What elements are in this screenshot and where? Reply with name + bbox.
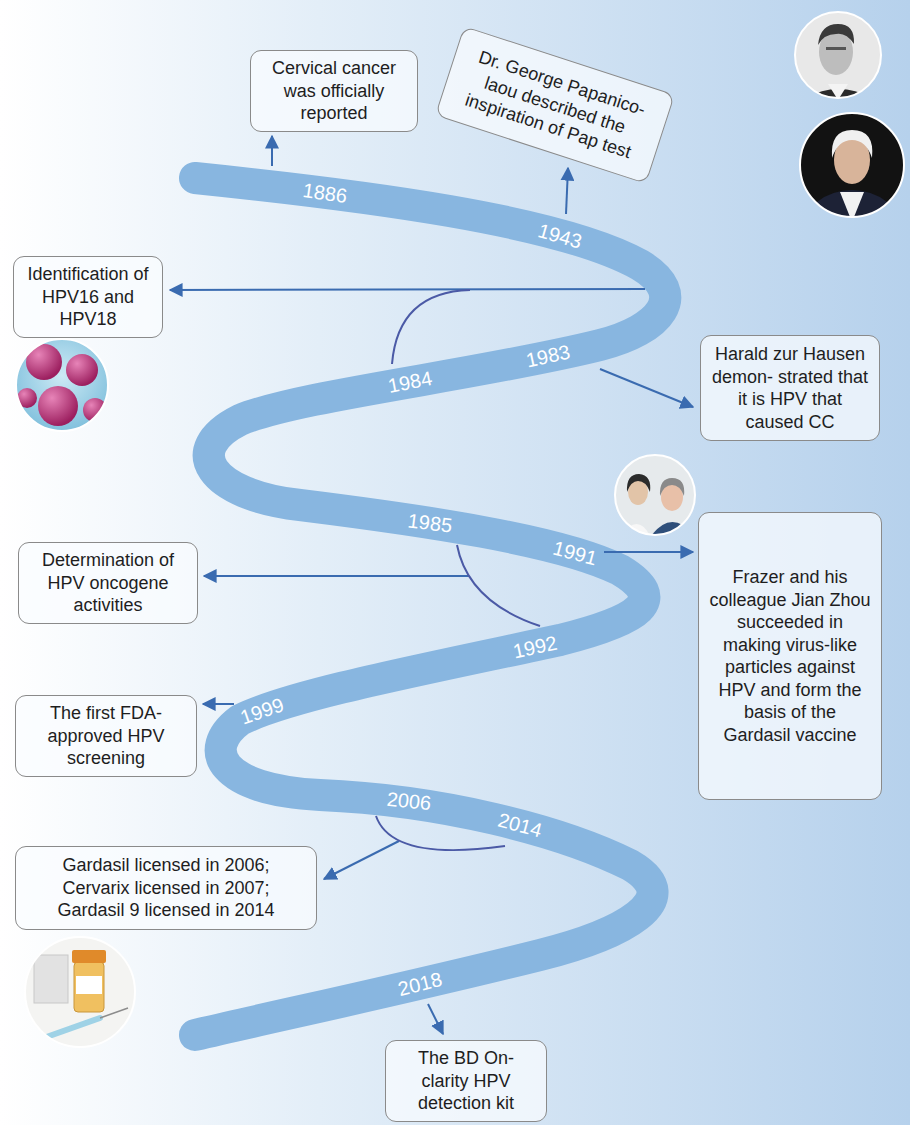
photo-ground bbox=[25, 937, 135, 1047]
photo-suit bbox=[804, 190, 900, 266]
arrow bbox=[204, 575, 469, 577]
arrow bbox=[324, 841, 399, 879]
arrow bbox=[428, 1004, 443, 1034]
arrow bbox=[604, 551, 693, 553]
photo-rim bbox=[25, 937, 135, 1047]
year-label: 1999 bbox=[238, 694, 287, 727]
photo-hair bbox=[660, 478, 684, 496]
box-text: Gardasil licensed in 2006; bbox=[62, 854, 269, 877]
portrait-photo bbox=[790, 8, 886, 104]
photo-ground bbox=[14, 337, 110, 433]
bracket-group bbox=[376, 290, 540, 850]
bracket-arc bbox=[376, 816, 505, 850]
arrow bbox=[170, 289, 645, 290]
timeline-box: Determination of HPV oncogene activities bbox=[18, 542, 198, 624]
year-label: 2018 bbox=[396, 969, 444, 999]
virus-illustration bbox=[14, 337, 110, 433]
vaccine-illustration bbox=[25, 937, 135, 1047]
virus-particle bbox=[66, 354, 98, 386]
arrow bbox=[271, 136, 273, 166]
bracket-arc bbox=[392, 290, 470, 364]
photo-hair bbox=[832, 130, 873, 158]
photo-coat bbox=[618, 524, 652, 540]
year-label: 1985 bbox=[407, 510, 454, 535]
vial-label bbox=[76, 976, 102, 994]
vial-cap bbox=[72, 950, 106, 963]
photo-hair bbox=[818, 24, 854, 45]
arrow bbox=[600, 369, 693, 407]
timeline-box: Harald zur Hausen demon- strated that it… bbox=[700, 335, 880, 441]
box-text: Frazer and his colleague Jian Zhou succe… bbox=[708, 566, 872, 746]
box-text: The BD On- clarity HPV detection kit bbox=[395, 1047, 537, 1115]
syringe-needle bbox=[100, 1008, 128, 1018]
timeline-box: Frazer and his colleague Jian Zhou succe… bbox=[698, 512, 882, 800]
arrow bbox=[566, 168, 568, 214]
virus-particle bbox=[38, 386, 78, 426]
photo-eyes bbox=[826, 47, 846, 50]
box-text: Cervical cancer was officially reported bbox=[260, 57, 408, 125]
year-label: 1886 bbox=[302, 180, 349, 206]
photo-rim bbox=[795, 12, 881, 98]
photo-ground bbox=[790, 8, 886, 104]
arrow bbox=[203, 703, 234, 705]
timeline-box: Cervical cancer was officially reported bbox=[250, 50, 418, 132]
timeline-box: Gardasil licensed in 2006;Cervarix licen… bbox=[15, 846, 317, 930]
year-label: 1943 bbox=[536, 220, 584, 251]
photo-hair bbox=[627, 474, 650, 492]
bracket-arc bbox=[457, 545, 540, 626]
vaccine-vial bbox=[74, 962, 104, 1012]
year-label: 1983 bbox=[524, 342, 572, 371]
year-label: 2006 bbox=[386, 789, 432, 814]
timeline-box: Identification of HPV16 and HPV18 bbox=[13, 256, 163, 338]
box-text: Gardasil 9 licensed in 2014 bbox=[57, 899, 274, 922]
photo-rim bbox=[16, 339, 108, 431]
year-label: 1984 bbox=[386, 368, 433, 396]
portrait-photo bbox=[613, 453, 698, 540]
photo-ground bbox=[613, 453, 697, 537]
box-text: The first FDA-approved HPV screening bbox=[25, 702, 187, 770]
box-text: Dr. George Papanico- laou described the … bbox=[449, 42, 662, 169]
box-text: Harald zur Hausen demon- strated that it… bbox=[710, 343, 870, 433]
box-text: Determination of HPV oncogene activities bbox=[28, 549, 188, 617]
vaccine-pack bbox=[34, 955, 68, 1003]
photo-rim bbox=[615, 455, 695, 535]
box-text: Cervarix licensed in 2007; bbox=[62, 877, 269, 900]
photo-rim bbox=[800, 113, 904, 217]
year-label: 1992 bbox=[511, 633, 559, 662]
timeline-box: Dr. George Papanico- laou described the … bbox=[435, 26, 675, 184]
box-text: Identification of HPV16 and HPV18 bbox=[23, 263, 153, 331]
timeline-box: The BD On- clarity HPV detection kit bbox=[385, 1040, 547, 1122]
year-label: 2014 bbox=[496, 810, 544, 841]
timeline-box: The first FDA-approved HPV screening bbox=[15, 695, 197, 777]
portrait-photo bbox=[798, 111, 906, 266]
year-label: 1991 bbox=[551, 538, 599, 569]
